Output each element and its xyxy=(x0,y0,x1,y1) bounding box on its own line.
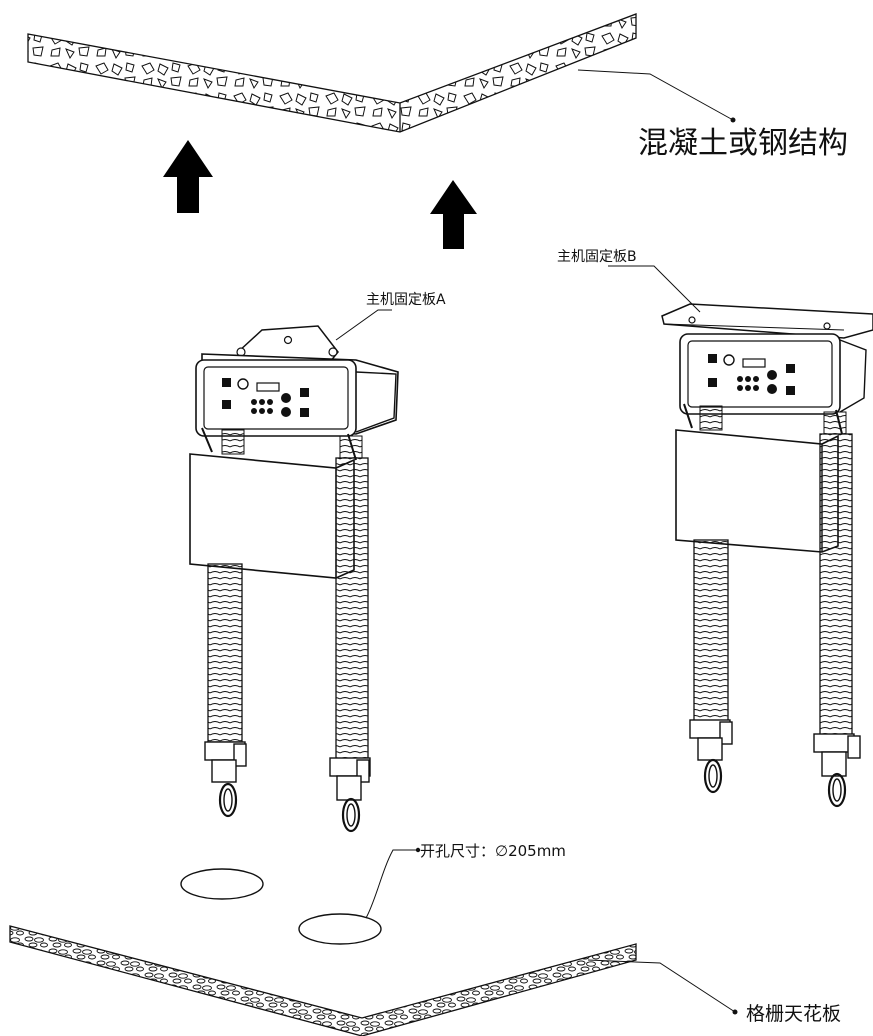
hole-leader-line xyxy=(365,849,418,919)
junction-box-b xyxy=(675,429,839,553)
slab-leader-dot xyxy=(730,117,736,123)
grille-leader-line xyxy=(587,959,736,1013)
slab-leader-line xyxy=(577,69,734,121)
up-arrow-left xyxy=(163,140,213,213)
slab-label: 混凝土或钢结构 xyxy=(638,126,848,161)
unit-b xyxy=(661,303,873,808)
junction-box-a xyxy=(189,453,355,579)
ceiling-hole-left xyxy=(180,868,264,900)
plate-b-label: 主机固定板B xyxy=(557,249,637,265)
hole-size-label: 开孔尺寸：∅205mm xyxy=(420,842,566,860)
unit-a xyxy=(189,325,399,833)
mounting-plate-b xyxy=(661,303,873,339)
plate-a-leader-line xyxy=(335,309,392,341)
concrete-slab xyxy=(27,13,637,133)
control-panel-b xyxy=(708,354,795,395)
plate-a-label: 主机固定板A xyxy=(366,292,446,308)
up-arrow-right xyxy=(430,180,477,249)
plate-b-leader-line xyxy=(608,265,701,313)
control-panel-a xyxy=(222,378,309,417)
grille-label: 格栅天花板 xyxy=(746,1003,841,1025)
ceiling-hole-right xyxy=(298,913,382,945)
grille-ceiling xyxy=(9,925,637,1036)
